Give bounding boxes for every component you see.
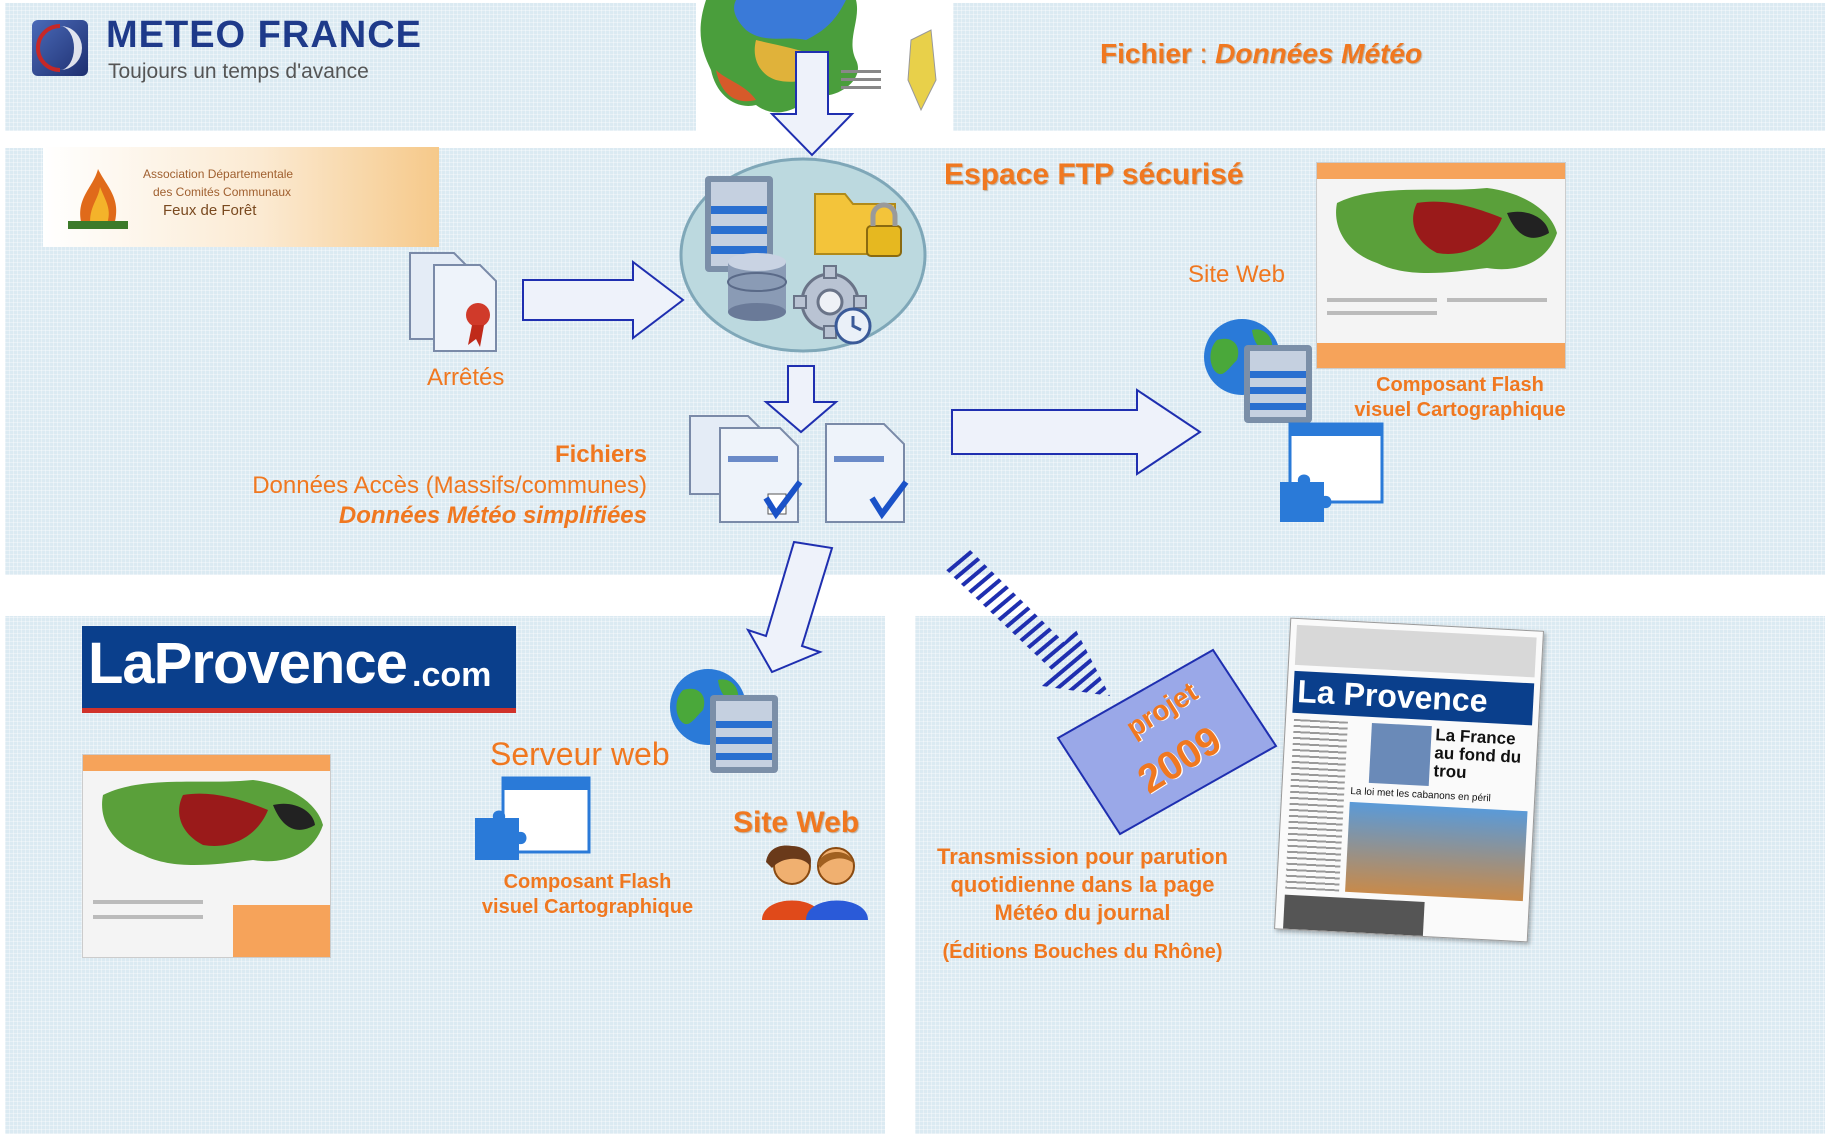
provence-site-label: Site Web bbox=[733, 806, 860, 839]
striped-arrow-to-journal bbox=[944, 546, 1110, 696]
arrow-down-from-map bbox=[769, 51, 855, 157]
window-plugin-icon-right bbox=[1280, 422, 1384, 522]
globe-server-icon-provence bbox=[670, 669, 778, 773]
locked-folder-icon bbox=[814, 193, 902, 257]
meteo-title: METEO FRANCE bbox=[106, 14, 422, 56]
arrow-files-to-website bbox=[951, 388, 1202, 476]
fichier-label: Fichier : Données Météo bbox=[1100, 38, 1422, 70]
website-screenshot-right bbox=[1316, 162, 1566, 369]
files-title: Fichiers bbox=[554, 441, 647, 468]
association-line-1: Association Départementale bbox=[143, 167, 294, 181]
files-line-1: Données Accès (Massifs/communes) bbox=[252, 472, 647, 499]
newspaper-headline: La France au fond du trou bbox=[1433, 725, 1522, 782]
la-provence-logo-main: LaProvence bbox=[88, 631, 408, 696]
project-stamp bbox=[1056, 648, 1278, 836]
arrow-files-to-provence bbox=[745, 540, 834, 674]
meteo-subtitle: Toujours un temps d'avance bbox=[108, 60, 369, 83]
association-logo: Association Départementale des Comités C… bbox=[43, 147, 439, 247]
database-icon bbox=[727, 253, 787, 321]
gear-clock-icon bbox=[793, 265, 872, 345]
globe-server-icon-right bbox=[1204, 319, 1312, 423]
arretes-label: Arrêtés bbox=[427, 364, 505, 391]
meteo-globe-icon bbox=[32, 20, 88, 76]
la-provence-logo-suffix: .com bbox=[412, 656, 492, 694]
transmission-line-2: quotidienne dans la page bbox=[950, 872, 1215, 897]
server-icon bbox=[705, 176, 773, 272]
server-web-label: Serveur web bbox=[490, 736, 670, 772]
right-component-line-1: Composant Flash bbox=[1376, 374, 1544, 396]
website-screenshot-provence bbox=[82, 754, 331, 958]
arrow-ftp-to-files bbox=[763, 365, 839, 434]
arrow-arretes-to-ftp bbox=[522, 259, 685, 341]
right-component-line-2: visuel Cartographique bbox=[1354, 399, 1566, 421]
newspaper-subheadline: La loi met les cabanons en péril bbox=[1350, 785, 1492, 805]
window-plugin-icon-provence bbox=[475, 776, 591, 860]
files-line-2: Données Météo simplifiées bbox=[338, 502, 647, 529]
edition-label: (Éditions Bouches du Rhône) bbox=[942, 941, 1223, 963]
files-checked-icon bbox=[689, 415, 909, 523]
arretes-documents-icon bbox=[409, 252, 497, 352]
newspaper-image: La Provence La France au fond du trou La… bbox=[1274, 617, 1544, 943]
forest-fire-icon bbox=[68, 169, 128, 229]
la-provence-logo: LaProvence .com bbox=[82, 626, 516, 713]
association-line-2: des Comités Communaux bbox=[153, 185, 292, 199]
transmission-line-3: Météo du journal bbox=[994, 900, 1171, 925]
users-icon bbox=[762, 845, 868, 920]
provence-component-line-1: Composant Flash bbox=[503, 871, 672, 893]
fichier-separator: : bbox=[1191, 38, 1216, 69]
right-site-label: Site Web bbox=[1188, 261, 1285, 288]
association-line-3: Feux de Forêt bbox=[163, 202, 257, 219]
journal-band bbox=[915, 616, 1825, 1134]
transmission-line-1: Transmission pour parution bbox=[937, 844, 1228, 869]
meteo-france-logo: METEO FRANCE Toujours un temps d'avance bbox=[30, 14, 450, 83]
provence-component-line-2: visuel Cartographique bbox=[481, 896, 694, 918]
ftp-title: Espace FTP sécurisé bbox=[944, 158, 1244, 191]
fichier-name: Données Météo bbox=[1215, 38, 1423, 69]
fichier-prefix: Fichier bbox=[1100, 38, 1192, 69]
